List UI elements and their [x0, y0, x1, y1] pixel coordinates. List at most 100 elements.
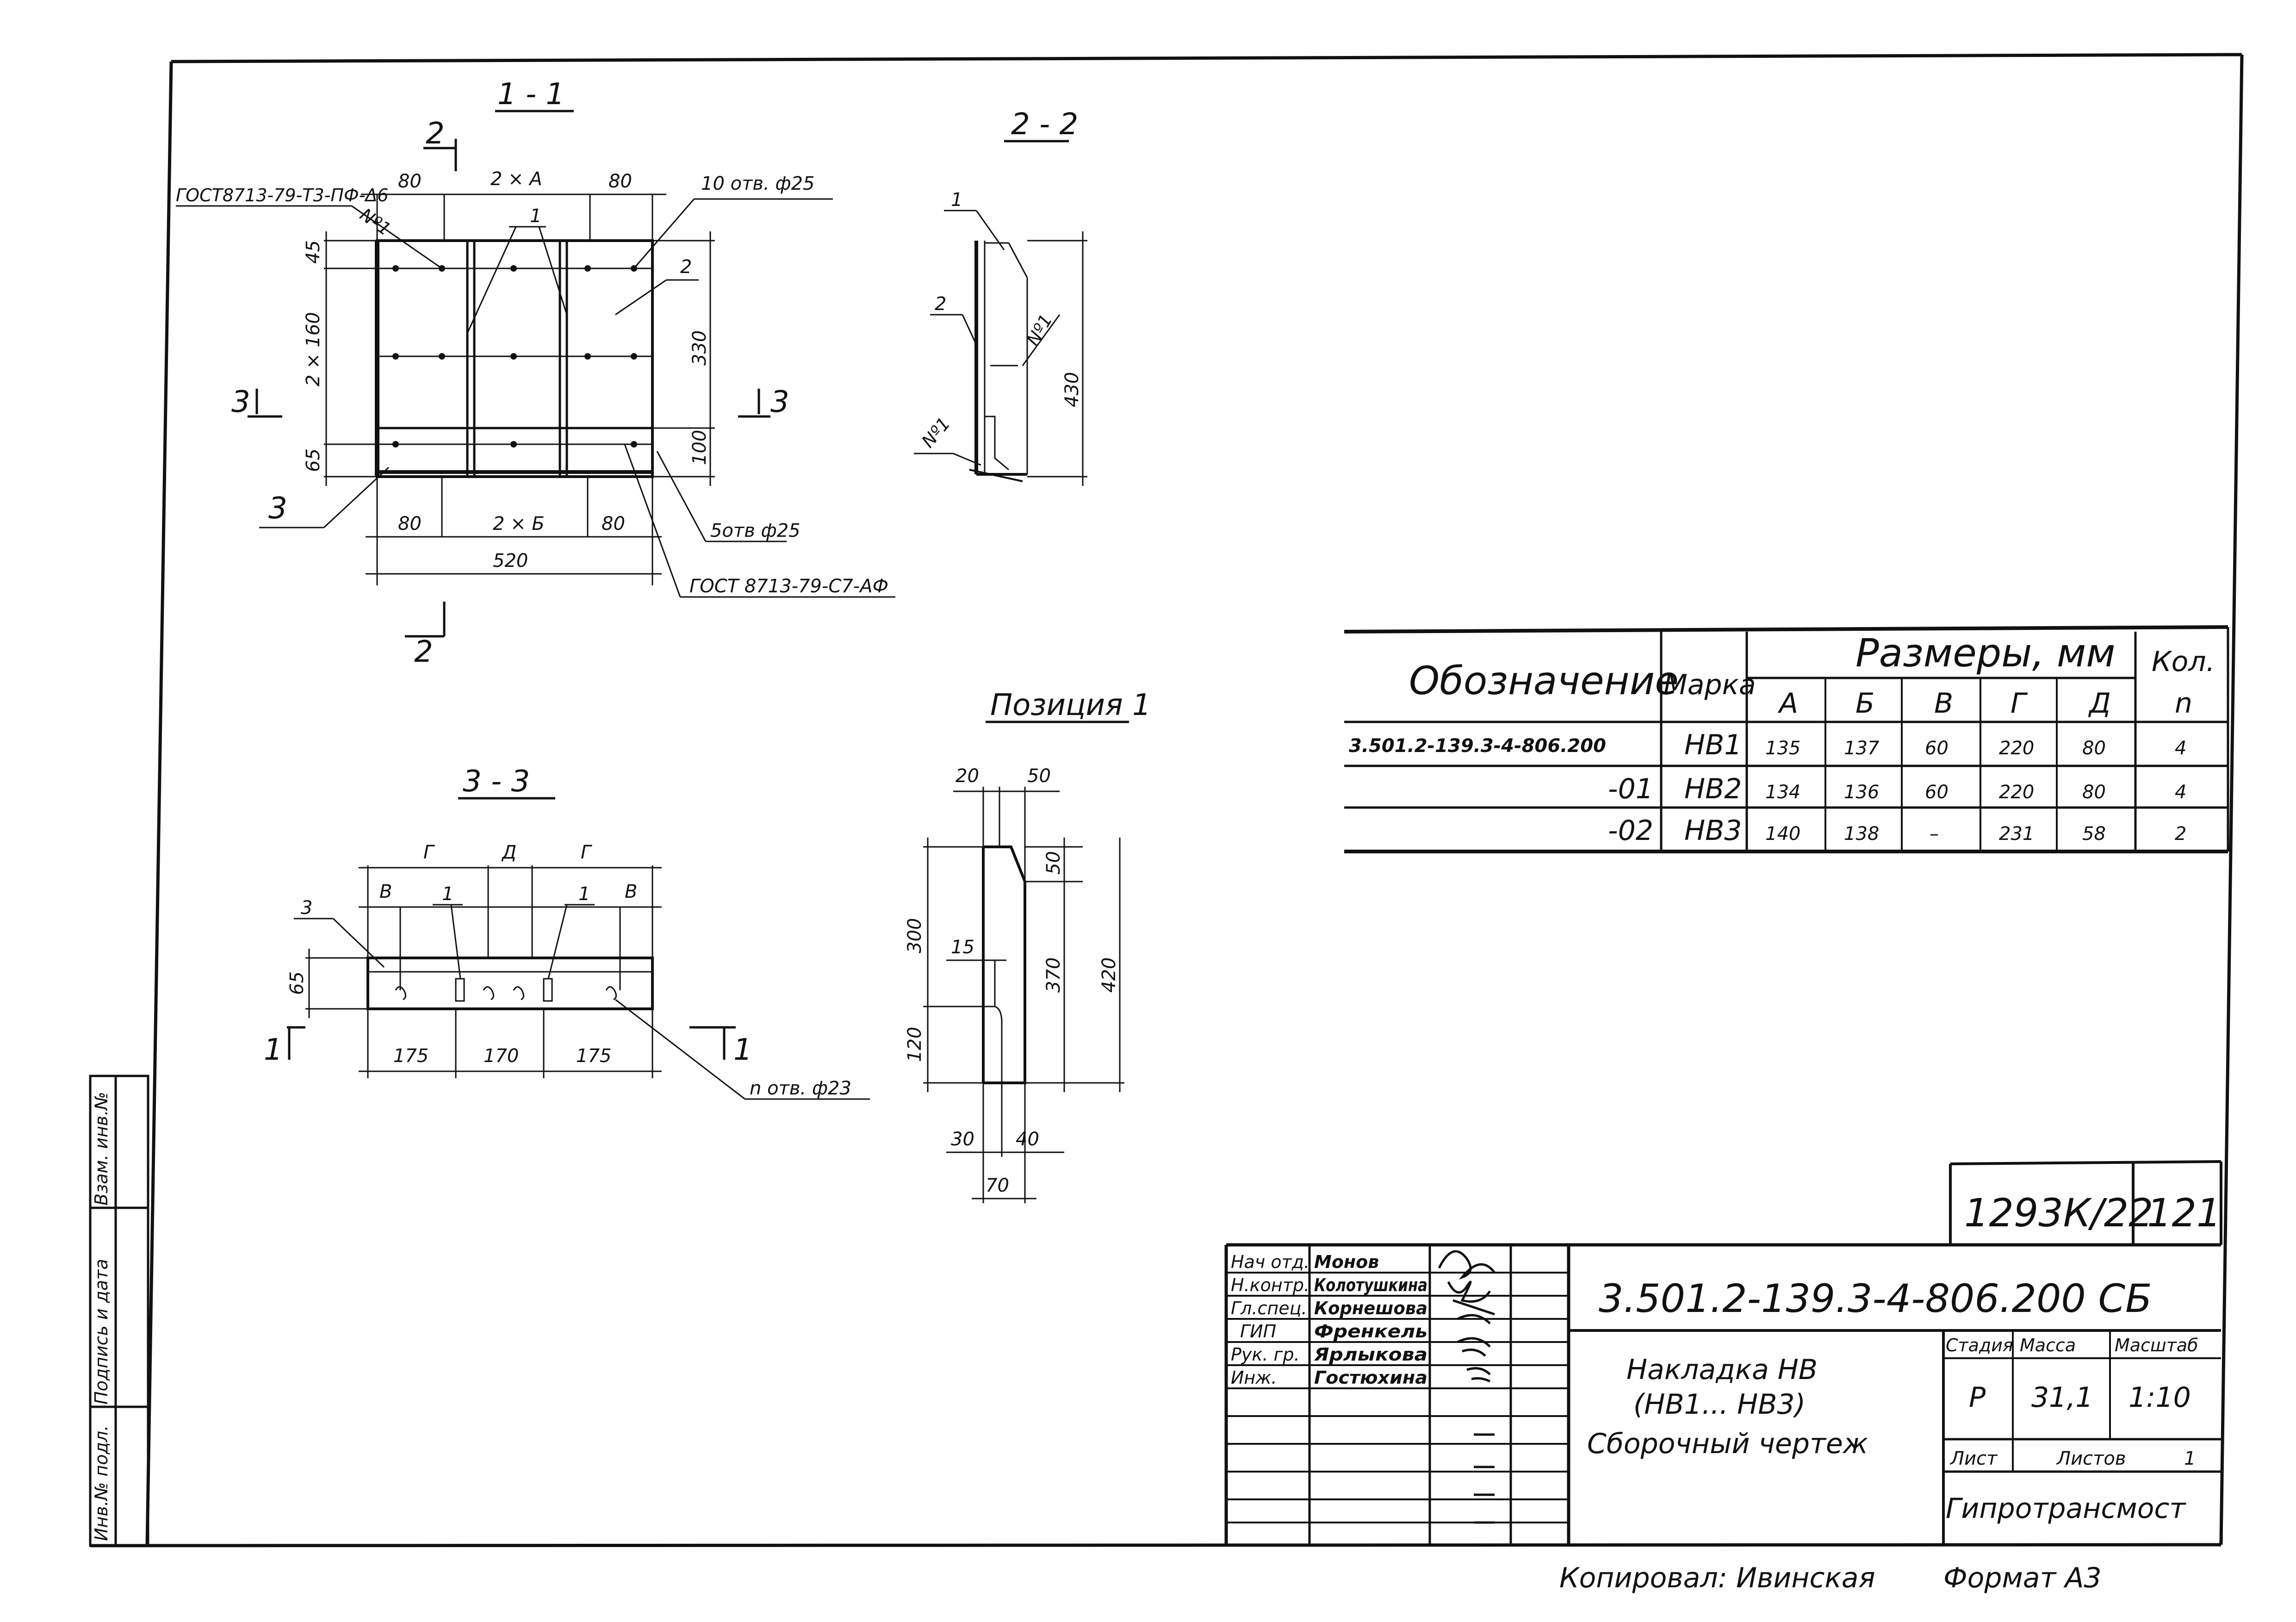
note-gost-weld-top: ГОСТ8713-79-Т3-ПФ-Δ6 [176, 185, 389, 205]
title-sheet-label: Лист [1949, 1448, 1998, 1469]
dim-300: 300 [904, 918, 925, 953]
cut-mark-2-top: 2 [426, 117, 445, 151]
dim-40: 40 [1016, 1129, 1039, 1150]
dim-20: 20 [956, 765, 979, 787]
spec-r3-g: 231 [1999, 823, 2034, 845]
spec-row: 3.501.2-139.3-4-806.200 НВ1 135 137 60 2… [1349, 729, 2186, 761]
dim-30: 30 [951, 1129, 974, 1150]
side-stamp-replace: Взам. инв.№ [91, 1092, 112, 1206]
spec-h-sizes: Размеры, мм [1855, 630, 2116, 676]
note-n1-s22-left: Nº1 [918, 413, 954, 451]
name-4: Ярлыкова [1314, 1344, 1427, 1365]
dim-G-right: Г [581, 842, 592, 863]
callout-2-s22: 2 [935, 293, 946, 315]
title-sheets-label: Листов [2056, 1448, 2126, 1469]
title-grid-rows [1226, 1272, 1569, 1523]
cut-mark-3-right: 3 [770, 385, 789, 419]
dim-70: 70 [986, 1175, 1009, 1196]
spec-r1-marka: НВ1 [1684, 729, 1742, 761]
spec-r1-d: 80 [2082, 738, 2106, 759]
title-sheets-count: 1 [2184, 1448, 2196, 1469]
title-name-1: Накладка НВ [1626, 1354, 1818, 1386]
footer-copied: Копировал: Ивинская [1559, 1562, 1875, 1594]
spec-r2-marka: НВ2 [1684, 773, 1742, 805]
hole-dots [392, 265, 637, 447]
title-top-num: 121 [2147, 1190, 2221, 1236]
name-0: Монов [1314, 1252, 1379, 1272]
dim-50-right: 50 [1043, 851, 1064, 875]
spec-row: -02 НВ3 140 138 – 231 58 2 [1608, 814, 2186, 847]
role-3: ГИП [1240, 1321, 1276, 1342]
title-name-2: (НВ1... НВ3) [1633, 1388, 1806, 1421]
spec-r3-marka: НВ3 [1684, 814, 1742, 847]
spec-r2-v: 60 [1925, 782, 1948, 803]
bolt-symbols [395, 986, 617, 1001]
note-gost-weld-bottom: ГОСТ 8713-79-С7-АФ [689, 576, 888, 597]
title-h-mass: Масса [2020, 1335, 2076, 1355]
spec-h-oboz: Обозначение [1409, 658, 1679, 703]
section-3-3: 3 - 3 Г Д Г В В 3 1 1 [264, 764, 870, 1100]
cut-mark-1-right: 1 [733, 1033, 752, 1067]
name-5: Гостюхина [1314, 1367, 1427, 1388]
note-10-holes: 10 отв. ф25 [701, 173, 815, 194]
spec-r2-b: 136 [1844, 782, 1879, 803]
spec-r3-v: – [1930, 823, 1939, 845]
spec-h-col-d: Д [2088, 687, 2111, 720]
spec-r1-b: 137 [1844, 738, 1880, 759]
dim-V-left: В [379, 881, 392, 902]
title-mass: 31,1 [2031, 1381, 2093, 1414]
dim-520: 520 [493, 550, 528, 572]
spec-r1-a: 135 [1765, 738, 1800, 759]
dim-330: 330 [689, 330, 710, 366]
section-3-3-title: 3 - 3 [463, 764, 530, 799]
dim-80-top-right: 80 [608, 171, 632, 192]
name-2: Корнешова [1314, 1298, 1427, 1318]
role-0: Нач отд. [1231, 1252, 1309, 1272]
spec-h-kol: Кол. [2152, 646, 2215, 678]
dim-15: 15 [951, 937, 974, 958]
callout-3: 3 [268, 491, 287, 526]
dim-430: 430 [1061, 372, 1083, 407]
spec-h-col-v: В [1934, 687, 1953, 720]
spec-r1-v: 60 [1925, 738, 1948, 759]
dim-175-left: 175 [393, 1045, 428, 1067]
dim-100: 100 [689, 430, 710, 465]
note-5-holes: 5отв ф25 [710, 520, 800, 541]
spec-h-col-b: Б [1855, 687, 1874, 720]
spec-r3-oboz: -02 [1608, 814, 1653, 847]
title-name-3: Сборочный чертеж [1587, 1428, 1868, 1460]
spec-r2-n: 4 [2175, 782, 2186, 803]
spec-table: Обозначение Марка Размеры, мм Кол. n А Б… [1344, 625, 2229, 853]
dim-D: Д [501, 842, 516, 863]
dim-G-left: Г [423, 842, 435, 863]
section-2-2-title: 2 - 2 [1011, 107, 1078, 142]
title-h-scale: Масштаб [2115, 1335, 2198, 1355]
title-stage: Р [1969, 1381, 1986, 1414]
spec-r3-n: 2 [2175, 823, 2186, 845]
dim-175-right: 175 [576, 1045, 611, 1067]
dim-V-right: В [625, 881, 637, 902]
title-scale: 1:10 [2128, 1381, 2191, 1414]
sheet-frame [90, 53, 2244, 1547]
name-3: Френкель [1314, 1321, 1427, 1342]
spec-h-marka: Марка [1663, 669, 1756, 701]
callout-2: 2 [680, 256, 692, 278]
callout-1a-s33: 1 [442, 883, 453, 905]
role-1: Н.контр. [1231, 1275, 1309, 1295]
dim-65: 65 [303, 448, 324, 472]
dim-2a-top: 2 × А [490, 168, 542, 190]
dim-370: 370 [1043, 957, 1064, 993]
title-doc-code: 3.501.2-139.3-4-806.200 СБ [1599, 1276, 2152, 1321]
side-stamp-sign: Подпись и дата [91, 1259, 112, 1404]
note-n1-top: Nº1 [356, 204, 395, 239]
callout-1b-s33: 1 [578, 883, 590, 905]
spec-r1-oboz: 3.501.2-139.3-4-806.200 [1349, 735, 1606, 757]
cut-mark-2-bottom: 2 [414, 635, 433, 669]
spec-h-n: n [2175, 687, 2192, 720]
section-1-1: 1 - 1 80 2 × А 80 2 [176, 77, 895, 669]
role-4: Рук. гр. [1231, 1344, 1300, 1365]
dim-50-top: 50 [1027, 765, 1051, 787]
spec-h-col-a: А [1777, 687, 1798, 720]
title-top-code: 1293К/22 [1964, 1190, 2153, 1236]
